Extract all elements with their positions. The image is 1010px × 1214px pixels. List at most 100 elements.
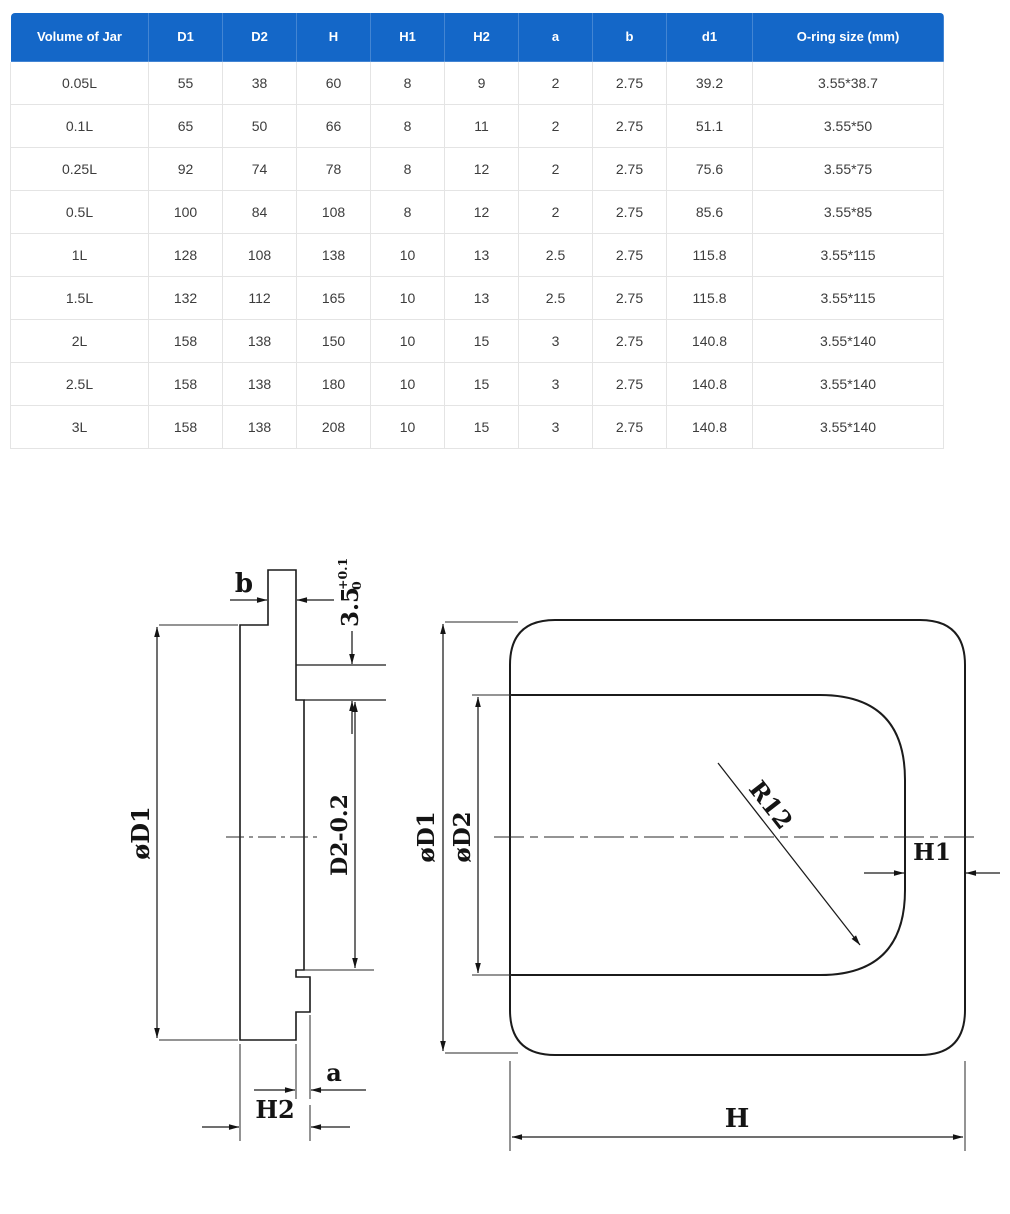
table-cell: 3 (518, 362, 593, 406)
table-cell: 138 (222, 362, 297, 406)
left-section-view: øD1 b 3.5 +0.1 0 D2-0.2 a (126, 558, 386, 1141)
table-cell: 2.75 (592, 362, 667, 406)
table-cell: 60 (296, 61, 371, 105)
dim-label-h: H (725, 1104, 750, 1134)
table-cell: 138 (296, 233, 371, 277)
tolerance-upper: +0.1 (335, 558, 350, 590)
left-section-profile (239, 569, 311, 1041)
table-cell: 0.5L (10, 190, 149, 234)
table-cell: 11 (444, 104, 519, 148)
table-cell: 2.75 (592, 104, 667, 148)
r12-leader (717, 762, 861, 946)
table-cell: 92 (148, 147, 223, 191)
dim-label-a: a (326, 1058, 342, 1087)
table-cell: 1L (10, 233, 149, 277)
column-header: O-ring size (mm) (752, 12, 944, 62)
right-section-view: øD1 øD2 R12 H1 H (413, 619, 1000, 1151)
right-section-profile (509, 619, 966, 1056)
column-header: a (518, 12, 593, 62)
table-cell: 10 (370, 405, 445, 449)
table-cell: 1.5L (10, 276, 149, 320)
table-cell: 74 (222, 147, 297, 191)
table-cell: 8 (370, 190, 445, 234)
column-header: d1 (666, 12, 753, 62)
table-cell: 2 (518, 61, 593, 105)
tolerance-dim-label: 3.5 +0.1 0 (335, 558, 364, 627)
table-cell: 84 (222, 190, 297, 234)
column-header: H1 (370, 12, 445, 62)
table-cell: 10 (370, 233, 445, 277)
column-header: H (296, 12, 371, 62)
table-cell: 2.75 (592, 405, 667, 449)
table-cell: 115.8 (666, 276, 753, 320)
table-cell: 128 (148, 233, 223, 277)
table-cell: 65 (148, 104, 223, 148)
column-header: b (592, 12, 667, 62)
table-cell: 10 (370, 362, 445, 406)
dim-label-d1-right: øD1 (413, 811, 440, 862)
table-cell: 8 (370, 61, 445, 105)
table-cell: 165 (296, 276, 371, 320)
table-cell: 132 (148, 276, 223, 320)
table-cell: 150 (296, 319, 371, 363)
table-cell: 13 (444, 276, 519, 320)
table-cell: 39.2 (666, 61, 753, 105)
table-cell: 75.6 (666, 147, 753, 191)
table-cell: 10 (370, 319, 445, 363)
table-cell: 2.75 (592, 190, 667, 234)
table-cell: 108 (296, 190, 371, 234)
dim-label-b: b (235, 569, 253, 599)
table-cell: 15 (444, 405, 519, 449)
table-cell: 15 (444, 319, 519, 363)
dim-label-d2-right: øD2 (449, 811, 476, 862)
table-cell: 115.8 (666, 233, 753, 277)
table-cell: 3.55*115 (752, 233, 944, 277)
table-cell: 66 (296, 104, 371, 148)
table-cell: 112 (222, 276, 297, 320)
table-cell: 0.05L (10, 61, 149, 105)
table-cell: 138 (222, 405, 297, 449)
table-cell: 208 (296, 405, 371, 449)
table-cell: 2.75 (592, 319, 667, 363)
table-cell: 3.55*75 (752, 147, 944, 191)
table-cell: 85.6 (666, 190, 753, 234)
table-cell: 100 (148, 190, 223, 234)
tolerance-value: 3.5 (337, 587, 364, 627)
column-header: H2 (444, 12, 519, 62)
table-cell: 2.75 (592, 233, 667, 277)
table-cell: 12 (444, 147, 519, 191)
table-cell: 2L (10, 319, 149, 363)
table-cell: 3 (518, 405, 593, 449)
column-header: D2 (222, 12, 297, 62)
table-cell: 12 (444, 190, 519, 234)
table-cell: 55 (148, 61, 223, 105)
table-cell: 108 (222, 233, 297, 277)
table-cell: 10 (370, 276, 445, 320)
table-cell: 78 (296, 147, 371, 191)
dim-label-h2: H2 (255, 1095, 294, 1124)
table-cell: 51.1 (666, 104, 753, 148)
table-cell: 2.5 (518, 233, 593, 277)
table-cell: 3.55*115 (752, 276, 944, 320)
dim-label-d2-left: D2-0.2 (327, 794, 353, 876)
technical-drawing: øD1 b 3.5 +0.1 0 D2-0.2 a (126, 558, 1000, 1151)
table-cell: 13 (444, 233, 519, 277)
table-cell: 2.5 (518, 276, 593, 320)
table-cell: 38 (222, 61, 297, 105)
column-header: D1 (148, 12, 223, 62)
table-cell: 3.55*140 (752, 362, 944, 406)
table-cell: 140.8 (666, 405, 753, 449)
table-cell: 0.1L (10, 104, 149, 148)
table-cell: 3.55*50 (752, 104, 944, 148)
table-cell: 158 (148, 405, 223, 449)
